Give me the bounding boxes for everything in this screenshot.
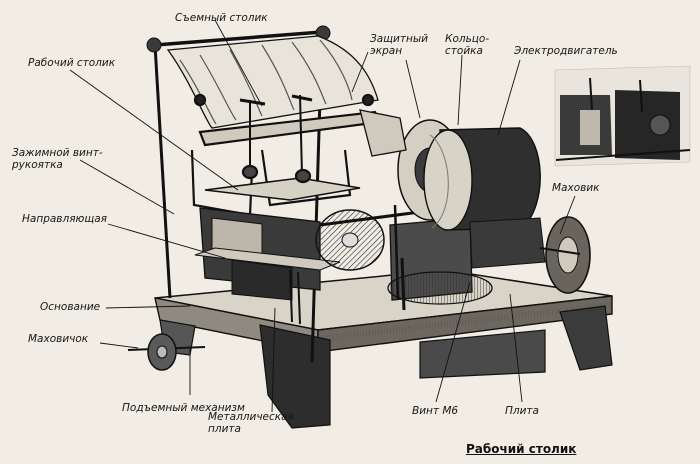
label-removable-table: Съемный столик [175,12,268,24]
label-work-table: Рабочий столик [28,57,116,69]
caption: Рабочий столик [466,442,577,456]
label-lifting-mechanism: Подъемный механизм [122,402,245,414]
label-base: Основание [40,301,101,313]
guide-block [194,207,341,325]
label-electric-motor: Электродвигатель [514,45,618,57]
label-clamp-screw-handle: Зажимной винт-рукоятка [12,147,103,171]
label-small-handwheel: Маховичок [28,333,89,345]
label-plate: Плита [505,405,539,417]
motor-drawing [423,127,546,269]
small-handwheel-drawing [127,333,206,371]
label-screw-m6: Винт М6 [412,405,459,417]
work-table-frame [190,93,382,217]
label-handwheel: Маховик [552,182,600,194]
label-guide: Направляющая [22,213,107,225]
handwheel-drawing [539,216,591,294]
label-protective-screen: Защитный экран [370,33,428,57]
base-platform [154,269,613,429]
leader-lines [69,19,576,413]
inset-sketch [554,65,691,167]
label-metal-plate: Металлическая плита [208,411,294,435]
label-ring-stand: Кольцо-стойка [445,33,490,57]
screen-rod [359,109,407,157]
frame-rods [146,25,331,363]
